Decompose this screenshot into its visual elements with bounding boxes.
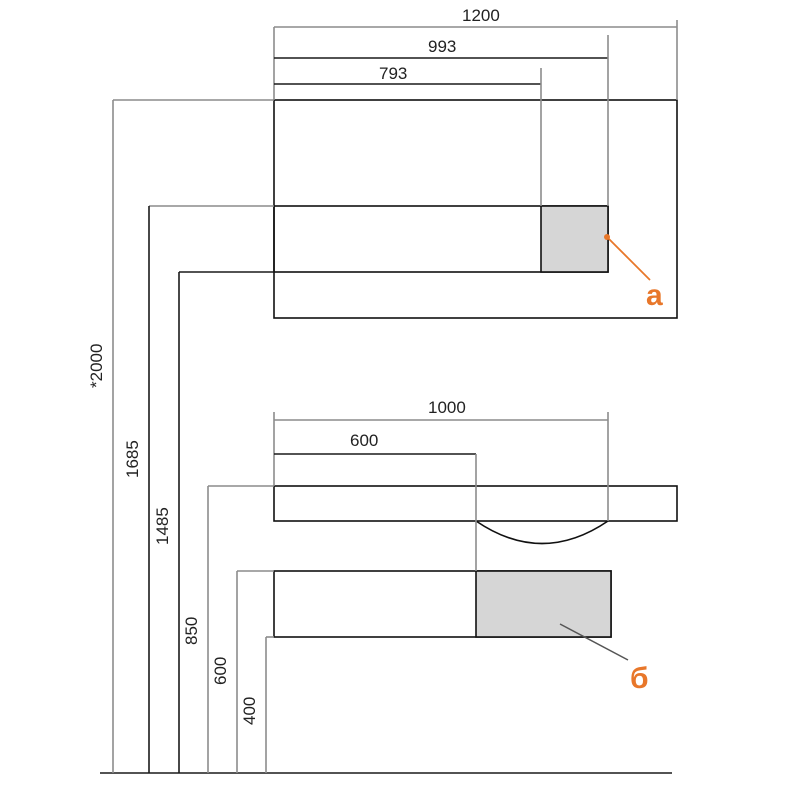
upper-unit: [273, 99, 678, 319]
sink-bowl-curve: [475, 520, 609, 545]
dim-793-label: 793: [379, 64, 407, 83]
upper-unit-outline: [273, 99, 678, 319]
dim-993-label: 993: [428, 37, 456, 56]
bottom-width-dimensions: [273, 412, 609, 571]
callout-b-leader: [559, 623, 629, 661]
dim-1485-label: 1485: [153, 507, 172, 545]
dim-600-width-label: 600: [350, 431, 378, 450]
callout-a-leader: [606, 236, 651, 281]
callout-a-label: а: [646, 279, 663, 312]
top-width-dimensions: [273, 20, 678, 206]
upper-cabinet-a: [540, 205, 609, 273]
dim-1000-label: 1000: [428, 398, 466, 417]
dim-2000-label: *2000: [87, 344, 106, 388]
callout-a: [604, 234, 651, 281]
callout-b: [559, 623, 629, 661]
dim-600-height-label: 600: [211, 657, 230, 685]
lower-cabinet-b: [475, 570, 612, 638]
dim-400-label: 400: [240, 697, 259, 725]
dim-1685-label: 1685: [123, 440, 142, 478]
callout-b-label: б: [630, 662, 649, 695]
height-dimensions: [112, 99, 274, 773]
dim-850-label: 850: [182, 617, 201, 645]
dim-1200-label: 1200: [462, 6, 500, 25]
